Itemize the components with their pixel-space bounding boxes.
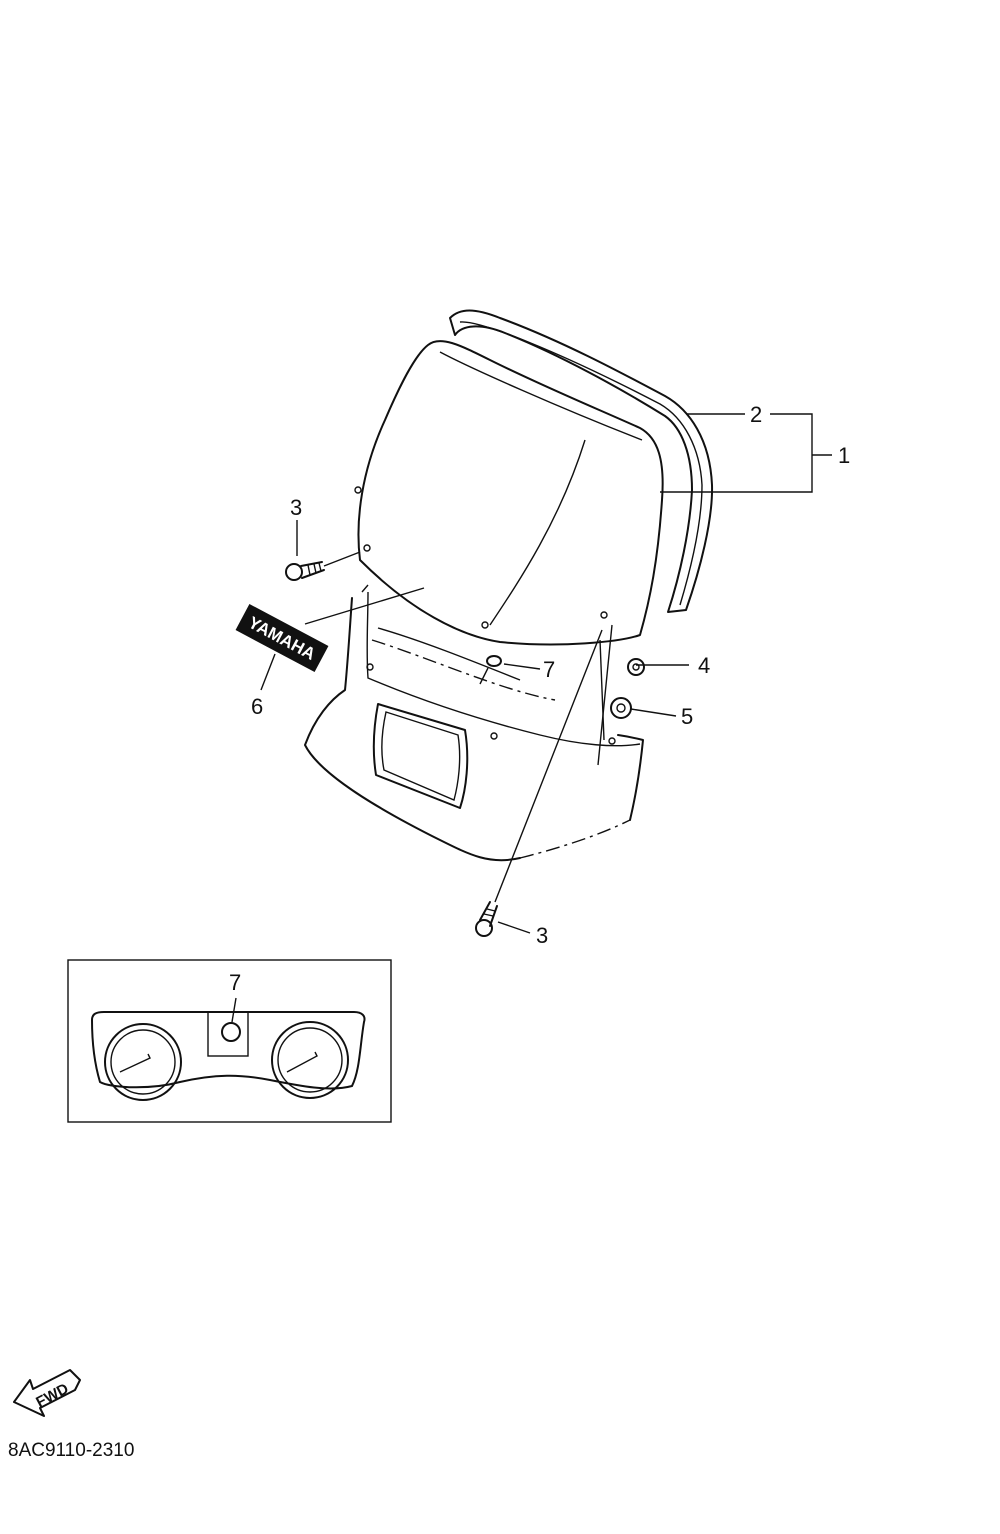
front-cowling (304, 584, 644, 862)
forward-label: FWD (33, 1380, 71, 1411)
callout-3-upper: 3 (290, 495, 302, 520)
grommet (610, 697, 632, 719)
screw-upper (285, 551, 361, 581)
windshield (354, 340, 664, 646)
forward-arrow-icon: FWD (13, 1369, 81, 1417)
drawing-code: 8AC9110-2310 (8, 1440, 134, 1461)
callout-5: 5 (681, 704, 693, 729)
inset-detail (67, 959, 392, 1123)
callout-7-inset: 7 (229, 970, 241, 995)
callout-1: 1 (838, 443, 850, 468)
callout-6: 6 (251, 694, 263, 719)
marker-7 (479, 655, 541, 685)
nut (627, 658, 645, 676)
callout-7-main: 7 (543, 657, 555, 682)
yamaha-emblem: YAMAHA (235, 587, 425, 673)
callout-2: 2 (750, 402, 762, 427)
bracket-leaders (260, 413, 832, 934)
screw-lower (475, 629, 603, 937)
callout-3-lower: 3 (536, 923, 548, 948)
callout-4: 4 (698, 653, 710, 678)
windshield-seal (449, 309, 714, 613)
